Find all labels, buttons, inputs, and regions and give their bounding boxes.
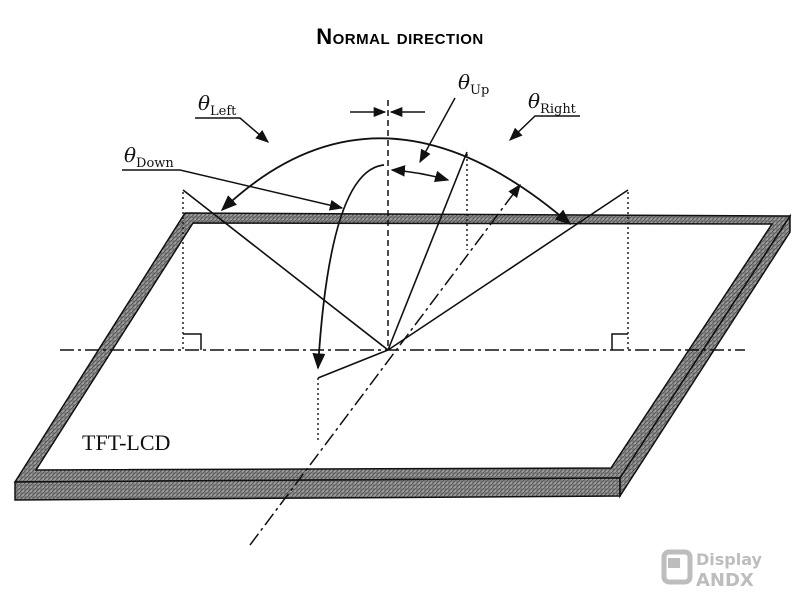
cone-lines bbox=[182, 151, 629, 379]
svg-text:ANDX: ANDX bbox=[696, 570, 754, 591]
down-arc bbox=[312, 164, 385, 370]
depth-axis bbox=[249, 183, 521, 546]
leader-lines bbox=[122, 97, 580, 211]
theta-up-label: θUp bbox=[458, 70, 489, 98]
displayandx-logo: Display ANDX bbox=[661, 549, 763, 591]
lcd-panel bbox=[13, 212, 792, 501]
theta-right-label: θRight bbox=[528, 89, 577, 117]
tft-lcd-label: TFT-LCD bbox=[82, 430, 170, 455]
theta-left-label: θLeft bbox=[198, 91, 237, 119]
projection-lines bbox=[182, 154, 629, 440]
theta-down-label: θDown bbox=[124, 143, 174, 171]
svg-text:Display: Display bbox=[696, 550, 763, 569]
right-angle-markers bbox=[183, 333, 628, 350]
left-right-arc bbox=[220, 137, 572, 226]
diagram-title: Normal direction bbox=[316, 24, 484, 49]
up-arc bbox=[390, 165, 450, 182]
